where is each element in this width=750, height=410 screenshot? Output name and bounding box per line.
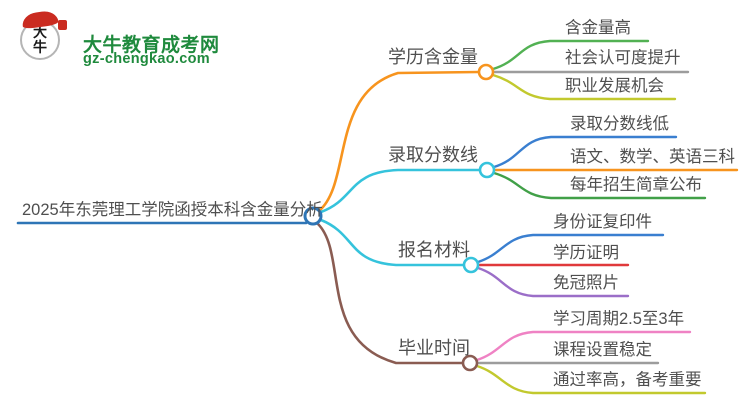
leaf-label: 学习周期2.5至3年 xyxy=(553,310,685,328)
branch-label-biye: 毕业时间 xyxy=(398,338,470,358)
leaf-line xyxy=(475,330,692,362)
leaf-label: 每年招生简章公布 xyxy=(570,176,702,194)
site-domain: gz-chengkao.com xyxy=(83,51,210,67)
leaf-line xyxy=(476,266,630,298)
leaf-label: 职业发展机会 xyxy=(565,77,664,95)
leaf-label: 免冠照片 xyxy=(553,274,619,292)
leaf-line xyxy=(491,39,650,71)
leaf-label: 含金量高 xyxy=(565,19,631,37)
branch-label-luqu: 录取分数线 xyxy=(388,145,478,165)
leaf-line xyxy=(476,233,665,264)
root-node-label: 2025年东莞理工学院函授本科含金量分析 xyxy=(22,201,323,219)
leaf-label: 语文、数学、英语三科 xyxy=(570,148,735,166)
leaf-line xyxy=(492,171,707,200)
branch-label-xueli: 学历含金量 xyxy=(388,47,478,67)
site-logo: 大牛 大牛教育成考网 gz-chengkao.com xyxy=(18,9,248,67)
site-name: 大牛教育成考网 xyxy=(83,35,220,56)
leaf-label: 学历证明 xyxy=(553,244,619,262)
branch-label-baoming: 报名材料 xyxy=(398,240,470,260)
leaf-label: 课程设置稳定 xyxy=(553,341,652,359)
branch-node-circle xyxy=(462,256,480,274)
leaf-label: 通过率高，备考重要 xyxy=(553,371,702,389)
logo-red-seal-icon xyxy=(58,20,67,30)
leaf-label: 身份证复印件 xyxy=(553,213,652,231)
branch-curve xyxy=(319,218,466,267)
branch-node-circle xyxy=(478,161,496,179)
branch-curve xyxy=(317,70,481,213)
branch-node-circle xyxy=(461,354,479,372)
leaf-line xyxy=(475,364,707,395)
branch-curve xyxy=(319,168,482,214)
leaf-line xyxy=(492,135,678,169)
branch-curve xyxy=(316,222,465,365)
root-node-circle xyxy=(303,206,323,226)
leaf-label: 录取分数线低 xyxy=(570,115,669,133)
branch-node-circle xyxy=(477,63,495,81)
leaf-line xyxy=(491,73,677,101)
logo-glyph-text: 大牛 xyxy=(33,26,47,57)
leaf-label: 社会认可度提升 xyxy=(565,49,681,67)
